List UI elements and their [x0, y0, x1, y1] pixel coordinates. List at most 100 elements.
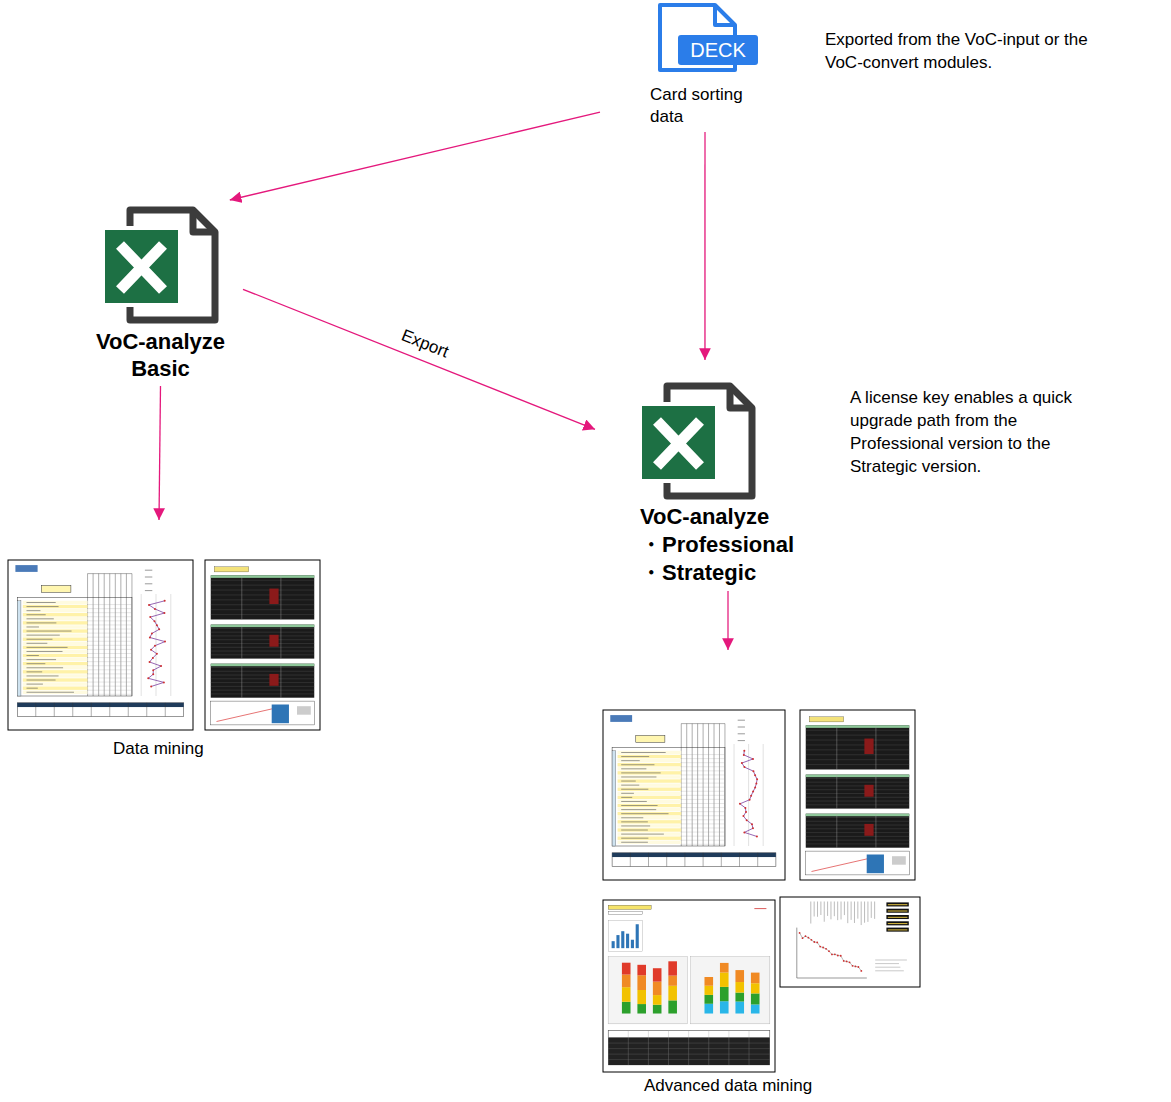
- page-block: [618, 808, 682, 811]
- file-fold: [715, 5, 735, 25]
- page-stroke: [27, 692, 74, 693]
- page-stroke: [88, 649, 132, 650]
- report-thumbnails: Data mining: [3, 520, 328, 764]
- page-stroke: [806, 785, 910, 786]
- page-block: [608, 905, 651, 909]
- page-stroke: [621, 825, 650, 826]
- page-stroke: [104, 574, 105, 696]
- page-stroke: [621, 813, 668, 814]
- data-dot: [825, 948, 827, 950]
- data-dot: [808, 937, 810, 939]
- page-stroke: [681, 819, 725, 820]
- page-stroke: [668, 1031, 669, 1065]
- data-dot: [756, 778, 758, 780]
- page-stroke: [834, 902, 835, 917]
- data-dot: [154, 620, 156, 622]
- node-label: VoC-analyze: [640, 503, 830, 531]
- deck-file-icon: DECKCard sorting data: [600, 0, 775, 132]
- page-block: [23, 691, 88, 694]
- page-block: [608, 1031, 770, 1065]
- page-block: [626, 934, 629, 948]
- page-block: [806, 814, 910, 848]
- page-stroke: [719, 724, 720, 846]
- page-stroke: [806, 817, 910, 818]
- data-dot: [813, 941, 815, 943]
- page-stroke: [621, 821, 648, 822]
- node-label: Data mining: [113, 738, 328, 760]
- page-stroke: [27, 655, 39, 656]
- page-block: [751, 993, 760, 1004]
- page-block: [886, 915, 908, 919]
- page-block: [618, 755, 682, 758]
- page-stroke: [681, 779, 725, 780]
- page-stroke: [806, 782, 910, 783]
- page-block: [608, 957, 687, 1024]
- data-dot: [147, 677, 149, 679]
- page-stroke: [88, 694, 132, 695]
- page-block: [23, 670, 88, 673]
- page-stroke: [621, 797, 632, 798]
- page-stroke: [27, 651, 63, 652]
- page-block: [720, 987, 729, 1001]
- page-stroke: [806, 821, 910, 822]
- page-stroke: [681, 803, 725, 804]
- page-stroke: [120, 574, 121, 696]
- page-stroke: [27, 684, 43, 685]
- data-dot: [819, 946, 821, 948]
- page-stroke: [88, 624, 132, 625]
- page-stroke: [806, 764, 910, 765]
- page-block: [806, 814, 910, 817]
- page-block: [809, 717, 844, 722]
- page-stroke: [686, 724, 687, 846]
- page-stroke: [806, 828, 910, 829]
- page-stroke: [109, 703, 110, 717]
- page-block: [211, 625, 315, 628]
- data-dot: [743, 754, 745, 756]
- page-stroke: [241, 664, 242, 698]
- page-stroke: [812, 858, 872, 872]
- page-stroke: [681, 791, 725, 792]
- page-stroke: [27, 647, 68, 648]
- page-stroke: [875, 970, 904, 971]
- page-stroke: [836, 814, 837, 848]
- page-stroke: [875, 963, 899, 964]
- page-stroke: [145, 570, 152, 571]
- page-block: [17, 597, 132, 696]
- page-block: [892, 856, 906, 865]
- page-stroke: [88, 686, 132, 687]
- data-dot: [852, 965, 854, 967]
- page-stroke: [27, 606, 59, 607]
- page-stroke: [35, 703, 36, 717]
- page-block: [622, 1002, 631, 1014]
- page-stroke: [806, 754, 910, 755]
- page-stroke: [608, 1054, 770, 1055]
- page-block: [616, 935, 619, 948]
- page-stroke: [797, 978, 867, 979]
- page-stroke: [88, 573, 132, 574]
- page-stroke: [621, 817, 643, 818]
- excel-file-icon: VoC-analyze・Professional・Strategic: [595, 360, 830, 591]
- page-block: [806, 851, 910, 875]
- data-dot: [164, 641, 166, 643]
- page-stroke: [211, 667, 315, 668]
- page-block: [618, 771, 682, 774]
- page-block: [23, 613, 88, 616]
- page-stroke: [648, 853, 649, 867]
- page-block: [608, 1031, 770, 1038]
- page-stroke: [806, 759, 910, 760]
- data-dot: [855, 965, 857, 967]
- page-block: [618, 792, 682, 795]
- page-block: [621, 931, 624, 948]
- deck-band: [678, 35, 758, 65]
- page-stroke: [806, 735, 910, 736]
- page-stroke: [72, 703, 73, 717]
- page-stroke: [739, 853, 740, 867]
- data-dot: [858, 966, 860, 968]
- page-stroke: [165, 703, 166, 717]
- report-page: [603, 900, 775, 1072]
- page-block: [618, 828, 682, 831]
- page-stroke: [806, 801, 910, 802]
- page-stroke: [734, 744, 735, 846]
- page-block: [612, 747, 725, 846]
- data-dot: [860, 970, 862, 972]
